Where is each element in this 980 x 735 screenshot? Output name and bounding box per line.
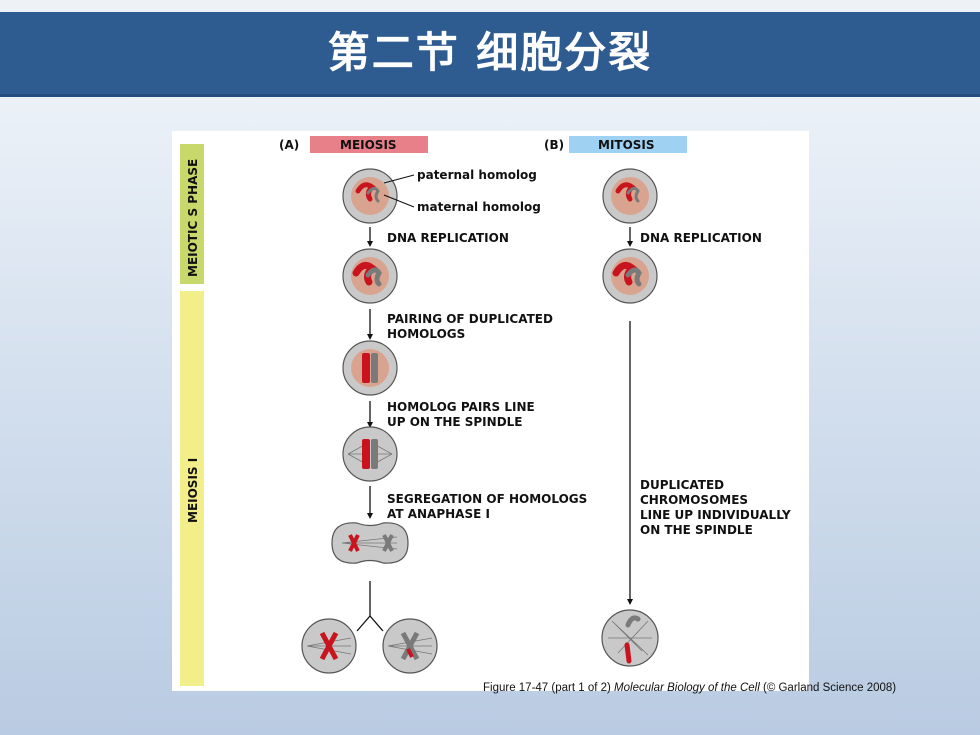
dna-rep-b: DNA REPLICATION bbox=[640, 231, 762, 245]
arrowhead-b1 bbox=[627, 241, 633, 247]
lineup-label-1: HOMOLOG PAIRS LINE bbox=[387, 400, 535, 414]
caption-suffix: (© Garland Science 2008) bbox=[759, 682, 897, 694]
maternal-label: maternal homolog bbox=[417, 200, 541, 214]
meiosis-header: MEIOSIS bbox=[340, 138, 397, 152]
title-bar: 第二节 细胞分裂 bbox=[0, 12, 980, 97]
meiosis-header-bar bbox=[310, 136, 428, 153]
daughter-cell-left bbox=[301, 618, 357, 674]
arrowhead-b2 bbox=[627, 599, 633, 605]
mitosis-header: MITOSIS bbox=[598, 138, 655, 152]
lineup-label-2: UP ON THE SPINDLE bbox=[387, 415, 523, 429]
figure-panel: MEIOTIC S PHASE MEIOSIS I (A) MEIOSIS (B… bbox=[172, 131, 809, 691]
meiosis-cell-3 bbox=[342, 340, 398, 396]
segregation-label-1: SEGREGATION OF HOMOLOGS bbox=[387, 492, 587, 506]
dna-rep-a: DNA REPLICATION bbox=[387, 231, 509, 245]
arrowhead-a3 bbox=[367, 422, 373, 428]
meiosis1-label: MEIOSIS I bbox=[186, 458, 200, 523]
s-phase-label: MEIOTIC S PHASE bbox=[186, 159, 200, 277]
caption-book: Molecular Biology of the Cell bbox=[614, 682, 760, 694]
meiosis-mitosis-diagram: MEIOTIC S PHASE MEIOSIS I (A) MEIOSIS (B… bbox=[180, 136, 791, 686]
panel-a-letter: (A) bbox=[279, 138, 299, 152]
pairing-label-2: HOMOLOGS bbox=[387, 327, 465, 341]
maternal-pointer bbox=[383, 194, 415, 208]
paternal-pointer bbox=[383, 174, 415, 184]
top-stripe bbox=[0, 0, 980, 12]
mitosis-cell-2 bbox=[602, 248, 658, 304]
daughter-cell-right bbox=[382, 618, 438, 674]
mitosis-label-2: CHROMOSOMES bbox=[640, 493, 748, 507]
s-phase-bar bbox=[180, 144, 204, 284]
mitosis-label-4: ON THE SPINDLE bbox=[640, 523, 753, 537]
meiosis-cell-4 bbox=[342, 426, 398, 482]
arrowhead-a4 bbox=[367, 513, 373, 519]
split-right bbox=[369, 615, 384, 632]
meiosis1-bar bbox=[180, 291, 204, 686]
caption-prefix: Figure 17-47 (part 1 of 2) bbox=[483, 682, 615, 694]
figure-caption: Figure 17-47 (part 1 of 2) Molecular Bio… bbox=[483, 682, 896, 694]
mitosis-cell-3 bbox=[601, 609, 659, 667]
paternal-label: paternal homolog bbox=[417, 168, 537, 182]
panel-b-letter: (B) bbox=[544, 138, 564, 152]
mitosis-cell-1 bbox=[602, 168, 658, 224]
pairing-label-1: PAIRING OF DUPLICATED bbox=[387, 312, 553, 326]
mitosis-label-1: DUPLICATED bbox=[640, 478, 724, 492]
slide-title: 第二节 细胞分裂 bbox=[327, 28, 653, 77]
arrowhead-a1 bbox=[367, 241, 373, 247]
split-left bbox=[356, 615, 371, 632]
arrowhead-a2 bbox=[367, 334, 373, 340]
meiosis-cell-1 bbox=[342, 168, 398, 224]
meiosis-cell-2 bbox=[342, 248, 398, 304]
mitosis-label-3: LINE UP INDIVIDUALLY bbox=[640, 508, 791, 522]
mitosis-header-bar bbox=[569, 136, 687, 153]
segregation-label-2: AT ANAPHASE I bbox=[387, 507, 490, 521]
meiosis-cell-5 bbox=[331, 522, 409, 564]
